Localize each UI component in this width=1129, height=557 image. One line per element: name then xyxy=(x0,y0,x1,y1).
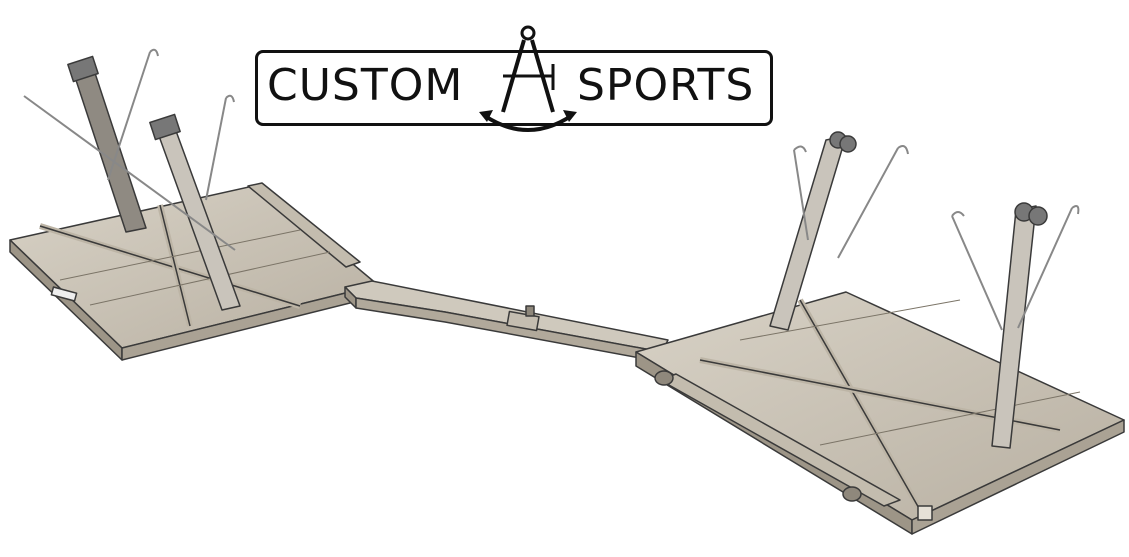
logo-word-right: SPORTS xyxy=(577,60,755,111)
left-platform xyxy=(9,48,379,361)
brand-logo: CUSTOM SPORTS xyxy=(255,24,777,136)
connecting-beam xyxy=(344,280,669,363)
right-platform xyxy=(635,131,1125,535)
logo-word-left: CUSTOM xyxy=(267,60,464,111)
compass-anchor-icon xyxy=(479,25,577,132)
logo-frame xyxy=(255,50,773,126)
